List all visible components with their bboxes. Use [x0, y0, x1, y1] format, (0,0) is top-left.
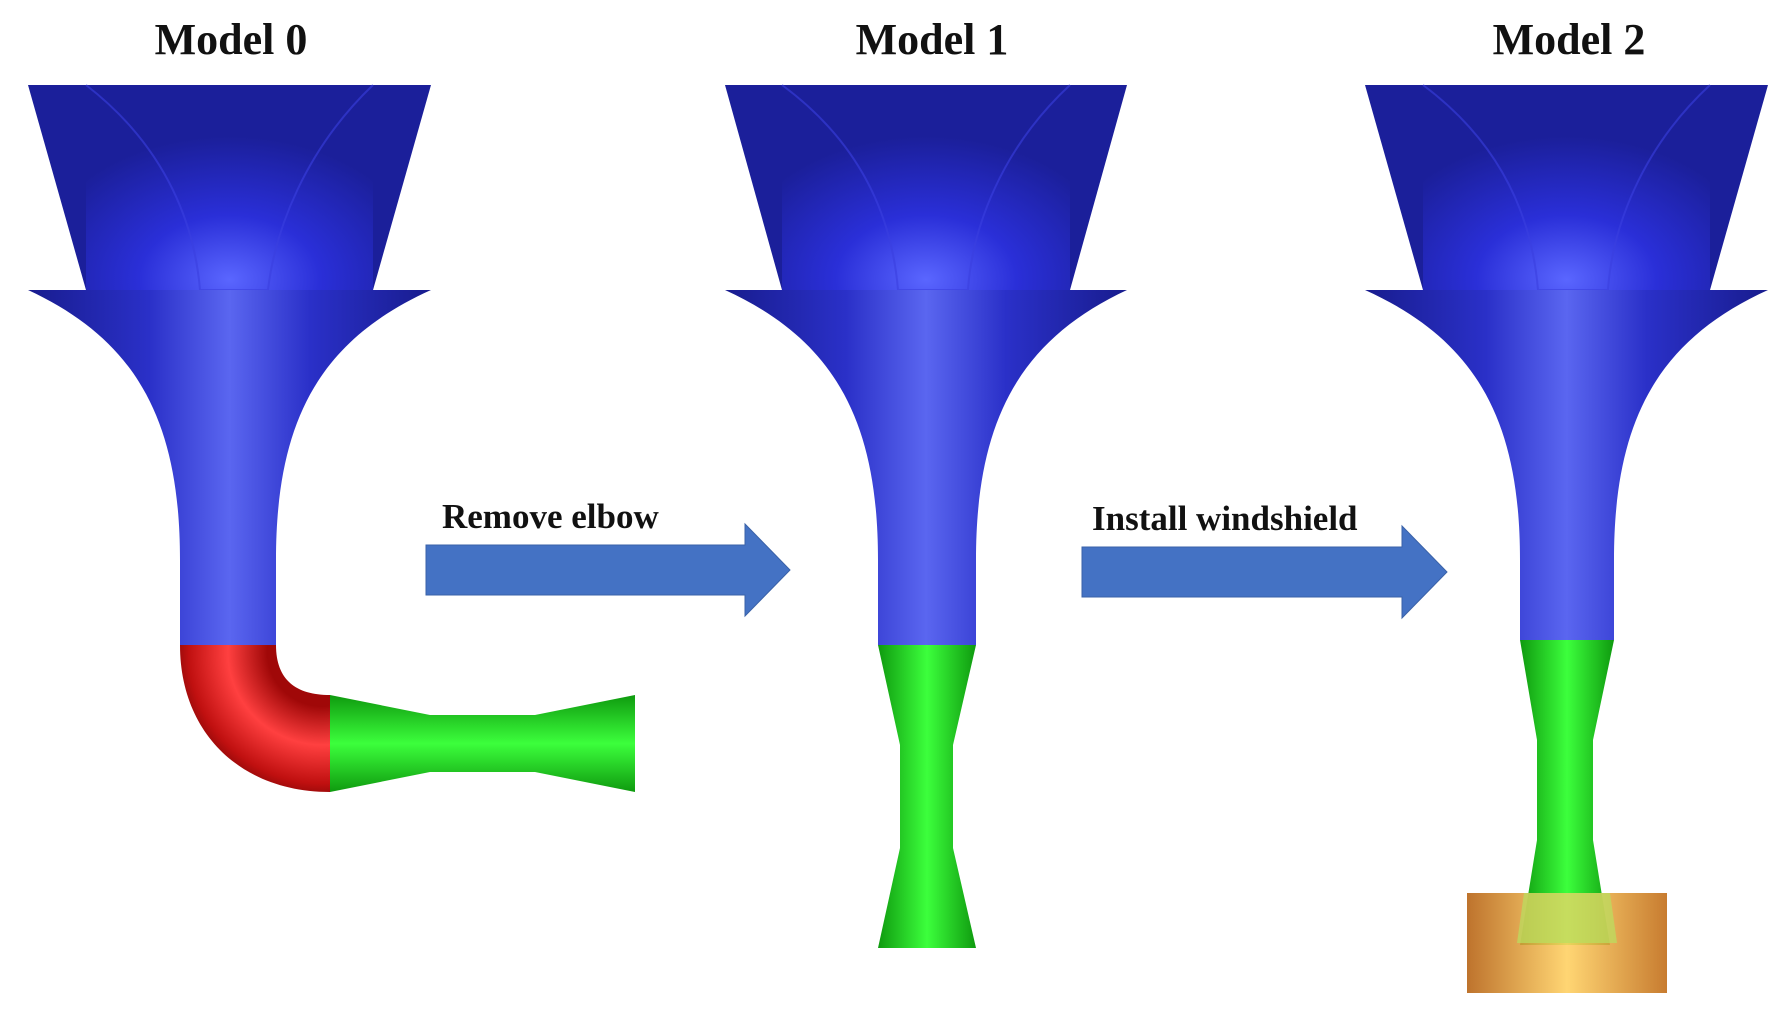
remove-elbow-label: Remove elbow	[442, 497, 659, 536]
remove-elbow-arrow	[425, 522, 791, 618]
model-0-title: Model 0	[154, 15, 308, 64]
install-windshield-label: Install windshield	[1092, 499, 1358, 538]
model-2-title: Model 2	[1492, 15, 1646, 64]
model-1-vertical-nozzle	[878, 645, 976, 948]
model-1-upper-box	[782, 85, 1070, 290]
model-2-bell-mouth	[1365, 84, 1768, 640]
model-1-lower-bell	[725, 290, 1127, 645]
model-2-lower-bell	[1365, 290, 1768, 640]
model-2-nozzle-through-windshield	[1517, 893, 1617, 943]
model-0-horizontal-nozzle	[330, 695, 635, 792]
model-1-title: Model 1	[855, 15, 1009, 64]
model-2	[1365, 84, 1768, 993]
model-2-vertical-nozzle	[1520, 640, 1614, 945]
model-1-bell-mouth	[725, 84, 1127, 645]
model-1	[725, 84, 1127, 948]
model-0	[28, 84, 635, 792]
model-0-bell-mouth	[28, 84, 431, 645]
model-0-lower-bell	[28, 290, 431, 645]
model-0-upper-box	[86, 85, 373, 290]
install-windshield-arrow	[1081, 524, 1448, 620]
model-0-elbow	[180, 645, 330, 792]
model-2-upper-box	[1423, 85, 1710, 290]
